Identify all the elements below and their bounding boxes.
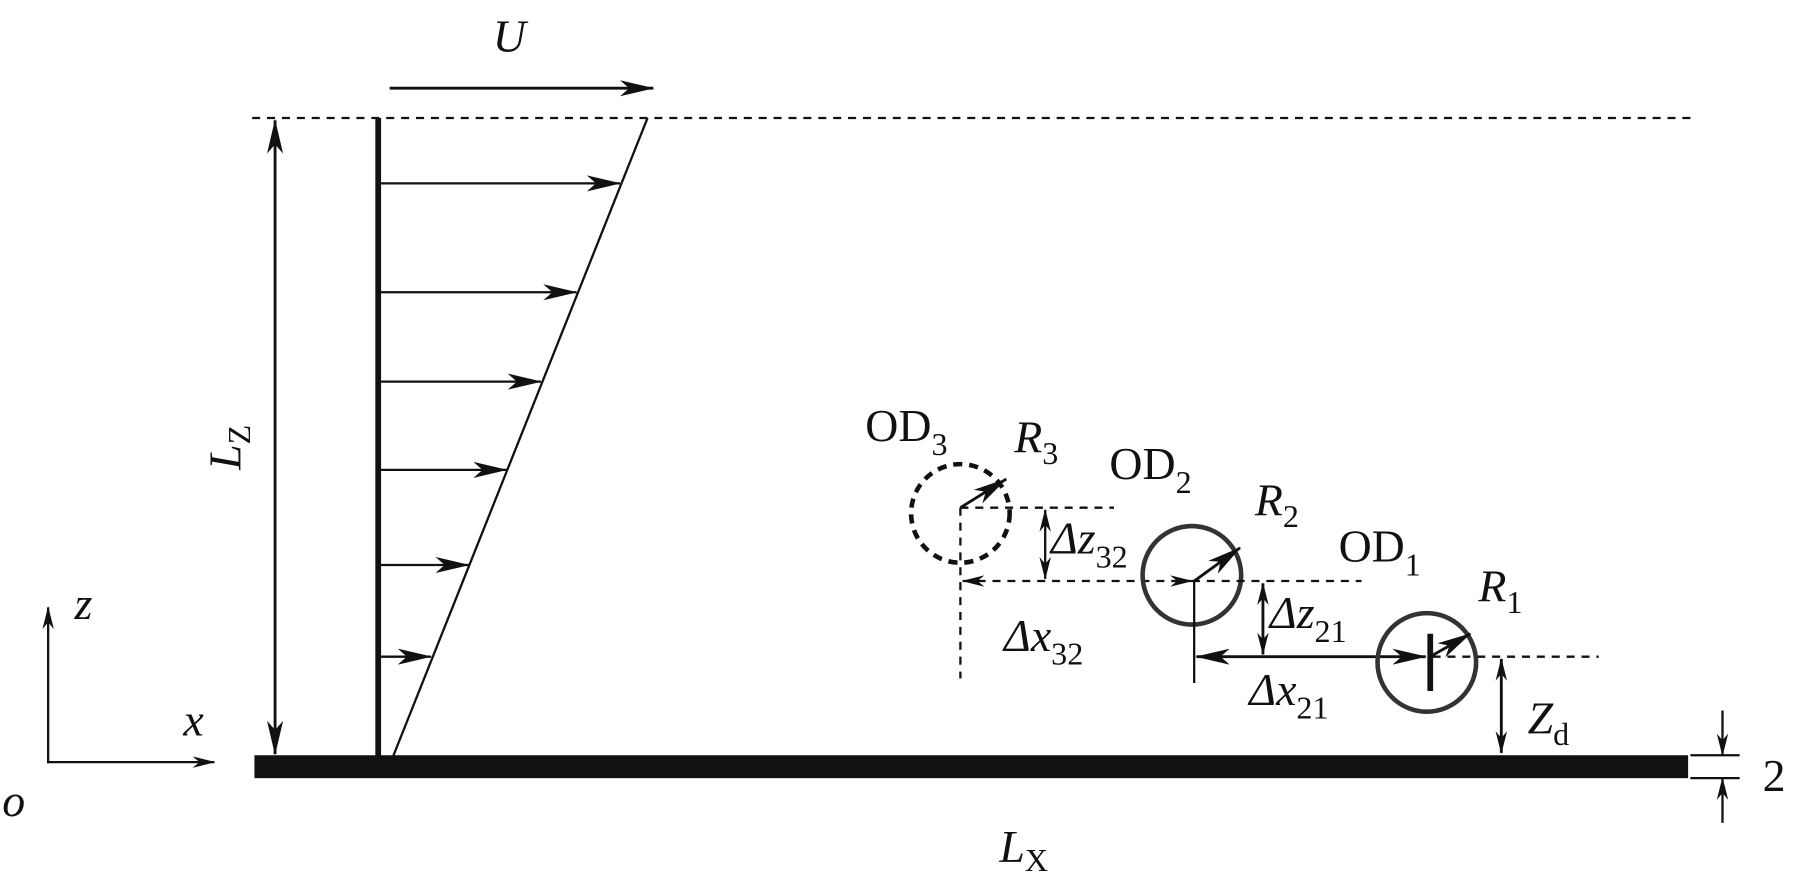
od2-label: OD2 xyxy=(1109,438,1191,500)
zd-label: Zd xyxy=(1528,692,1570,751)
r3-arrow xyxy=(959,477,1008,509)
r1-label: R1 xyxy=(1477,561,1522,620)
length-label: LX xyxy=(998,821,1048,878)
dx32-label: Δx32 xyxy=(1002,610,1083,672)
od3-label: OD3 xyxy=(865,400,947,462)
dz32-label: Δz32 xyxy=(1049,513,1128,575)
velocity-label: U xyxy=(493,11,529,62)
od1-label: OD1 xyxy=(1339,521,1421,583)
dx21-label: Δx21 xyxy=(1247,664,1328,726)
velocity-profile-arrows xyxy=(378,175,622,665)
x-axis-label: x xyxy=(182,695,203,746)
od1-circle xyxy=(1375,610,1479,714)
od2-circle xyxy=(1140,523,1244,627)
thickness-label: 2 xyxy=(1763,750,1786,801)
ground-plate xyxy=(254,755,1689,779)
r1-arrow xyxy=(1429,632,1472,658)
height-label: LZ xyxy=(200,425,257,471)
dz21-label: Δz21 xyxy=(1268,587,1347,649)
shear-profile-line xyxy=(392,117,649,757)
r3-label: R3 xyxy=(1013,412,1058,471)
origin-label: o xyxy=(2,775,25,826)
od3-circle xyxy=(908,461,1012,565)
r2-label: R2 xyxy=(1254,475,1299,534)
r2-arrow xyxy=(1193,546,1241,583)
z-axis-label: z xyxy=(74,578,93,629)
